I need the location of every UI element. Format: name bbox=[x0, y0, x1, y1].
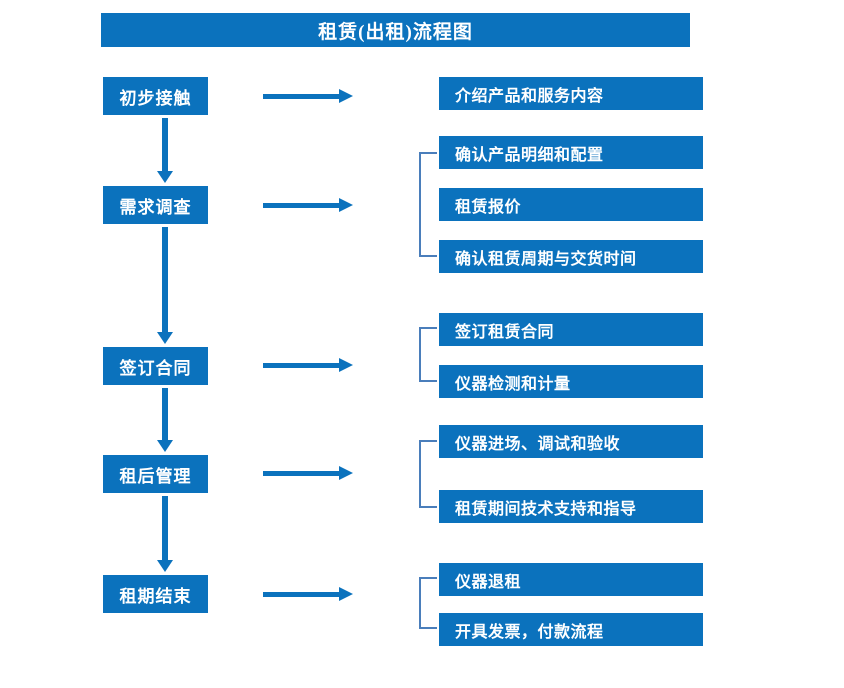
stage-box-2[interactable]: 需求调查 bbox=[103, 186, 208, 224]
group-bracket-icon-4 bbox=[419, 440, 437, 508]
detail-box-3[interactable]: 租赁报价 bbox=[439, 188, 703, 221]
page-title: 租赁(出租)流程图 bbox=[101, 13, 690, 47]
arrow-right-icon-1 bbox=[263, 89, 353, 103]
detail-box-6[interactable]: 仪器检测和计量 bbox=[439, 365, 703, 398]
detail-box-9[interactable]: 仪器退租 bbox=[439, 563, 703, 596]
stage-box-1[interactable]: 初步接触 bbox=[103, 77, 208, 115]
group-bracket-icon-2 bbox=[419, 152, 437, 257]
group-bracket-icon-3 bbox=[419, 327, 437, 382]
detail-box-4[interactable]: 确认租赁周期与交货时间 bbox=[439, 240, 703, 273]
group-bracket-icon-5 bbox=[419, 577, 437, 629]
arrow-right-icon-2 bbox=[263, 198, 353, 212]
detail-box-7[interactable]: 仪器进场、调试和验收 bbox=[439, 425, 703, 458]
detail-box-8[interactable]: 租赁期间技术支持和指导 bbox=[439, 490, 703, 523]
detail-box-1[interactable]: 介绍产品和服务内容 bbox=[439, 77, 703, 110]
detail-box-2[interactable]: 确认产品明细和配置 bbox=[439, 136, 703, 169]
detail-box-10[interactable]: 开具发票，付款流程 bbox=[439, 613, 703, 646]
stage-box-4[interactable]: 租后管理 bbox=[103, 455, 208, 493]
arrow-right-icon-5 bbox=[263, 587, 353, 601]
arrow-down-icon-3 bbox=[157, 388, 173, 452]
arrow-right-icon-3 bbox=[263, 358, 353, 372]
arrow-right-icon-4 bbox=[263, 466, 353, 480]
arrow-down-icon-4 bbox=[157, 496, 173, 572]
arrow-down-icon-2 bbox=[157, 227, 173, 344]
stage-box-5[interactable]: 租期结束 bbox=[103, 575, 208, 613]
detail-box-5[interactable]: 签订租赁合同 bbox=[439, 313, 703, 346]
stage-box-3[interactable]: 签订合同 bbox=[103, 347, 208, 385]
arrow-down-icon-1 bbox=[157, 118, 173, 183]
